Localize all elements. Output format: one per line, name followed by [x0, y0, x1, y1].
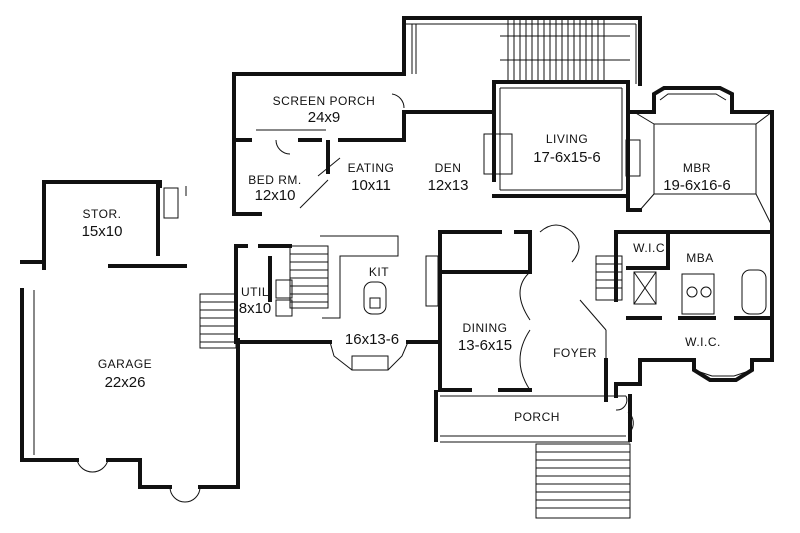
room-name-screen-porch: SCREEN PORCH [273, 94, 376, 108]
walls [20, 16, 774, 489]
room-size-kitchen: 16x13-6 [345, 331, 399, 348]
room-size-den: 12x13 [428, 177, 469, 194]
room-name-foyer: FOYER [553, 346, 597, 360]
room-size-dining: 13-6x15 [458, 337, 512, 354]
room-name-wic-left: W.I.C. [633, 241, 669, 255]
room-name-porch: PORCH [514, 410, 560, 424]
room-name-mba: MBA [686, 251, 714, 265]
room-name-storage: STOR. [83, 207, 122, 221]
room-size-eating: 10x11 [351, 177, 391, 194]
detail-lines [33, 18, 773, 519]
room-size-screen-porch: 24x9 [308, 109, 341, 126]
room-name-mbr: MBR [683, 161, 711, 175]
room-name-utility: UTIL [241, 285, 269, 299]
room-name-garage: GARAGE [98, 357, 152, 371]
room-name-dining: DINING [463, 321, 508, 335]
room-name-den: DEN [435, 161, 462, 175]
room-labels: SCREEN PORCH 24x9 BED RM. 12x10 EATING 1… [82, 94, 731, 424]
room-size-storage: 15x10 [82, 223, 123, 240]
room-name-wic-right: W.I.C. [685, 335, 721, 349]
room-name-living: LIVING [546, 132, 588, 146]
room-name-eating: EATING [348, 161, 395, 175]
room-name-bedroom: BED RM. [248, 173, 302, 187]
room-size-garage: 22x26 [105, 374, 146, 391]
room-size-living: 17-6x15-6 [533, 149, 601, 166]
room-name-kitchen: KIT [369, 265, 389, 279]
room-size-mbr: 19-6x16-6 [663, 177, 731, 194]
room-size-utility: 8x10 [239, 300, 272, 317]
room-size-bedroom: 12x10 [255, 187, 296, 204]
